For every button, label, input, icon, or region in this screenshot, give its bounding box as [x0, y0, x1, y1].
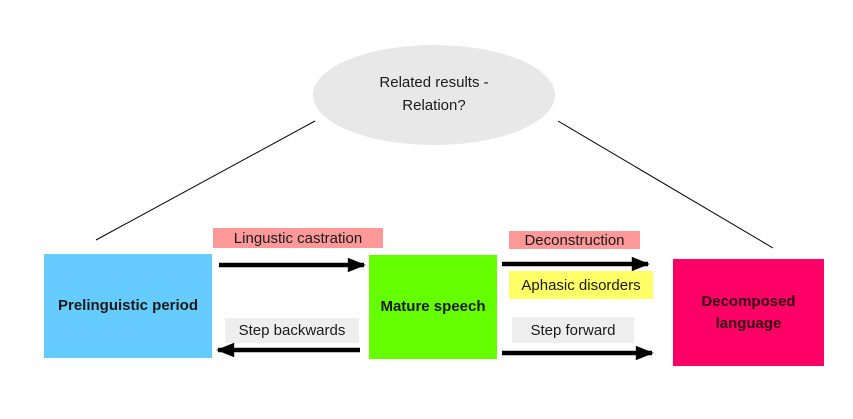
- node-decomposed-language: Decomposed language: [673, 259, 824, 366]
- node-prelinguistic-period: Prelinguistic period: [44, 254, 212, 358]
- center-node-line2: Relation?: [402, 97, 466, 115]
- center-node-line1: Related results -: [379, 74, 489, 91]
- edge-label-deconstruction: Deconstruction: [524, 231, 625, 249]
- mature-box-shape: [369, 255, 497, 359]
- label-bg-step-forward: [512, 317, 634, 343]
- label-bg-lingustic-castration: [213, 228, 383, 248]
- edge-label-aphasic-disorders: Aphasic disorders: [521, 276, 641, 294]
- decomposed-box-shape: [673, 259, 824, 366]
- center-ellipse: [313, 45, 555, 145]
- label-bg-aphasic-disorders: [509, 271, 653, 299]
- center-node-text: Related results - Relation?: [313, 71, 555, 118]
- node-decomposed-label-line1: Decomposed: [701, 292, 796, 310]
- label-bg-step-backwards: [225, 318, 359, 343]
- node-prelinguistic-label: Prelinguistic period: [57, 297, 199, 315]
- node-mature-speech: Mature speech: [369, 255, 497, 359]
- edge-label-lingustic-castration: Lingustic castration: [233, 229, 363, 247]
- label-bg-deconstruction: [509, 231, 640, 249]
- node-mature-label: Mature speech: [380, 298, 486, 316]
- prelinguistic-box-shape: [44, 254, 212, 358]
- connector-line-right: [557, 120, 774, 249]
- edge-label-step-forward: Step forward: [530, 321, 616, 339]
- node-decomposed-label-line2: language: [715, 314, 782, 332]
- connector-line-left: [95, 120, 316, 241]
- edge-label-step-backwards: Step backwards: [238, 322, 346, 339]
